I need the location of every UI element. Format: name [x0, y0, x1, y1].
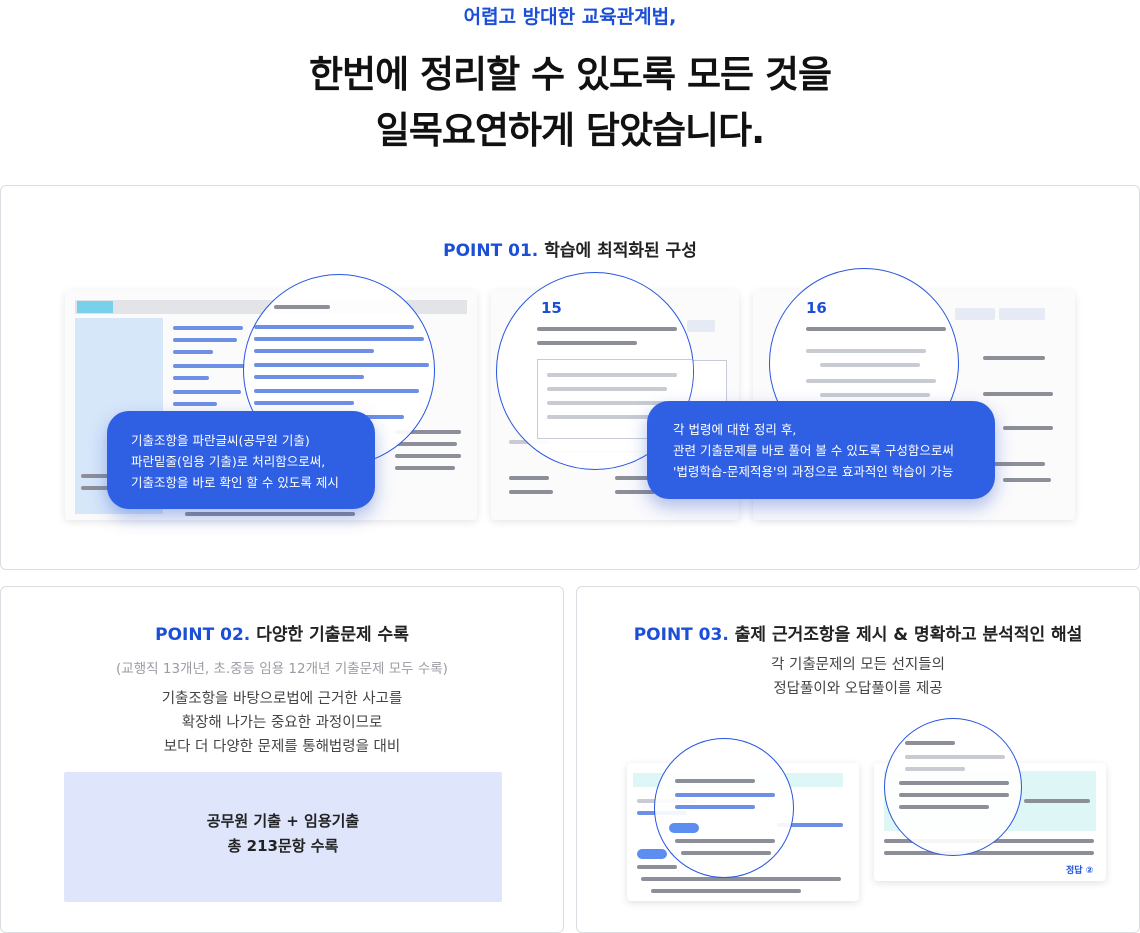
summary-line1: 공무원 기출 + 임용기출 — [206, 812, 360, 830]
point3-title: POINT 03.출제 근거조항을 제시 & 명확하고 분석적인 해설 — [577, 620, 1139, 645]
magnifier-question-15: 15 — [496, 272, 694, 470]
point1-panel: POINT 01.학습에 최적화된 구성 기출조항을 파란글씨(공무원 기출) — [0, 185, 1140, 570]
point3-description: 각 기출문제의 모든 선지들의 정답풀이와 오답풀이를 제공 — [577, 653, 1139, 701]
point2-number: POINT 02. — [155, 625, 251, 645]
magnifier-answer — [884, 718, 1022, 856]
answer-mark: 정답 ② — [1066, 866, 1094, 876]
bubble-left-line2: 파란밑줄(임용 기출)로 처리함으로써, — [131, 454, 326, 469]
point1-title: POINT 01.학습에 최적화된 구성 — [1, 236, 1139, 261]
point3-title-text: 출제 근거조항을 제시 & 명확하고 분석적인 해설 — [734, 625, 1083, 645]
bubble-left-line1: 기출조항을 파란글씨(공무원 기출) — [131, 433, 310, 448]
intro-eyebrow: 어렵고 방대한 교육관계법, — [463, 6, 677, 28]
point3-desc-line1: 각 기출문제의 모든 선지들의 — [771, 657, 945, 673]
bubble-right-line3: '법령학습-문제적용'의 과정으로 효과적인 학습이 가능 — [673, 464, 954, 479]
magnifier-explanation — [654, 738, 794, 878]
point1-title-text: 학습에 최적화된 구성 — [544, 241, 697, 261]
point3-desc-line2: 정답풀이와 오답풀이를 제공 — [773, 681, 943, 697]
point1-number: POINT 01. — [443, 241, 539, 261]
question-number-15: 15 — [541, 299, 562, 317]
bubble-right-line2: 관련 기출문제를 바로 풀어 볼 수 있도록 구성함으로써 — [673, 443, 954, 458]
point2-desc-line2: 확장해 나가는 중요한 과정이므로 — [181, 715, 383, 731]
summary-line2: 총 213문항 수록 — [227, 837, 339, 855]
point2-desc-line1: 기출조항을 바탕으로법에 근거한 사고를 — [161, 691, 403, 707]
bubble-blue-text-explanation: 기출조항을 파란글씨(공무원 기출) 파란밑줄(임용 기출)로 처리함으로써, … — [107, 411, 375, 509]
bubble-left-line3: 기출조항을 바로 확인 할 수 있도록 제시 — [131, 475, 339, 490]
point2-title-text: 다양한 기출문제 수록 — [256, 625, 409, 645]
point3-number: POINT 03. — [633, 625, 729, 645]
point2-title: POINT 02.다양한 기출문제 수록 — [1, 620, 563, 645]
point2-panel: POINT 02.다양한 기출문제 수록 (교행직 13개년, 초.중등 임용 … — [0, 586, 564, 933]
point2-sub-note: (교행직 13개년, 초.중등 임용 12개년 기출문제 모두 수록) — [116, 661, 448, 677]
intro-headline-line1: 한번에 정리할 수 있도록 모든 것을 — [309, 53, 832, 96]
chapter-tag — [77, 301, 113, 313]
bubble-right-line1: 각 법령에 대한 정리 후, — [673, 422, 797, 437]
point2-desc-line3: 보다 더 다양한 문제를 통해법령을 대비 — [163, 739, 401, 755]
question-count-summary: 공무원 기출 + 임용기출 총 213문항 수록 — [64, 772, 502, 902]
point3-panel: POINT 03.출제 근거조항을 제시 & 명확하고 분석적인 해설 각 기출… — [576, 586, 1140, 933]
intro-headline-line2: 일목요연하게 담았습니다. — [375, 109, 765, 152]
bubble-law-practice-explanation: 각 법령에 대한 정리 후, 관련 기출문제를 바로 풀어 볼 수 있도록 구성… — [647, 401, 995, 499]
point2-description: 기출조항을 바탕으로법에 근거한 사고를 확장해 나가는 중요한 과정이므로 보… — [1, 687, 563, 759]
question-number-16: 16 — [806, 299, 827, 317]
